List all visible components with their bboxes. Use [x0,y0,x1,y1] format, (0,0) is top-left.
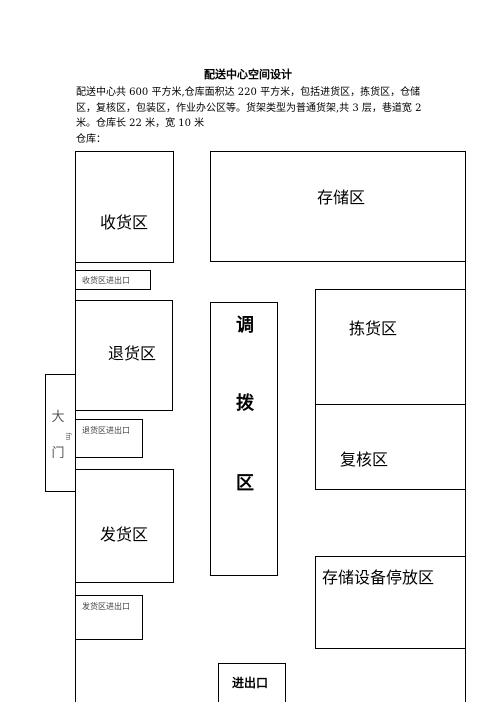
equipment-parking-label: 存储设备停放区 [322,568,435,587]
equipment-parking-area: 存储设备停放区 [315,556,466,649]
gate-char-2: 门 [51,446,65,461]
review-area-label: 复核区 [340,450,389,469]
shipping-area: 发货区 [75,469,174,583]
transfer-char-2: 拨 [236,393,254,414]
description-paragraph: 配送中心共 600 平方米,仓库面积达 220 平方米，包括进货区，拣货区，仓储… [76,85,428,147]
main-gate: 大 门 fm [45,374,76,492]
returns-area-label: 退货区 [108,344,157,363]
storage-area-label: 存储区 [317,188,366,207]
gate-char-1: 大 [51,410,65,425]
returns-entrance-label: 退货区进出口 [82,426,130,435]
description-text: 配送中心共 600 平方米,仓库面积达 220 平方米，包括进货区，拣货区，仓储… [76,87,422,129]
transfer-area: 调 拨 区 [210,302,278,576]
transfer-char-1: 调 [236,315,254,336]
transfer-char-3: 区 [236,473,254,494]
page-title: 配送中心空间设计 [204,68,292,81]
shipping-entrance: 发货区进出口 [75,595,143,640]
gate-small-mark: fm [64,432,72,441]
entrance-exit: 进出口 [218,663,286,702]
receiving-area-label: 收货区 [100,213,149,232]
receiving-entrance: 收货区进出口 [75,270,151,290]
receiving-area: 收货区 [75,151,174,263]
receiving-entrance-label: 收货区进出口 [82,276,130,285]
warehouse-label: 仓库： [76,133,106,145]
entrance-exit-label: 进出口 [232,676,269,690]
picking-area: 拣货区 [315,289,466,405]
returns-entrance: 退货区进出口 [75,419,143,458]
returns-area: 退货区 [75,300,173,411]
picking-area-label: 拣货区 [349,319,398,338]
storage-area: 存储区 [210,151,466,262]
review-area: 复核区 [315,404,466,490]
shipping-entrance-label: 发货区进出口 [82,602,130,611]
shipping-area-label: 发货区 [100,525,149,544]
